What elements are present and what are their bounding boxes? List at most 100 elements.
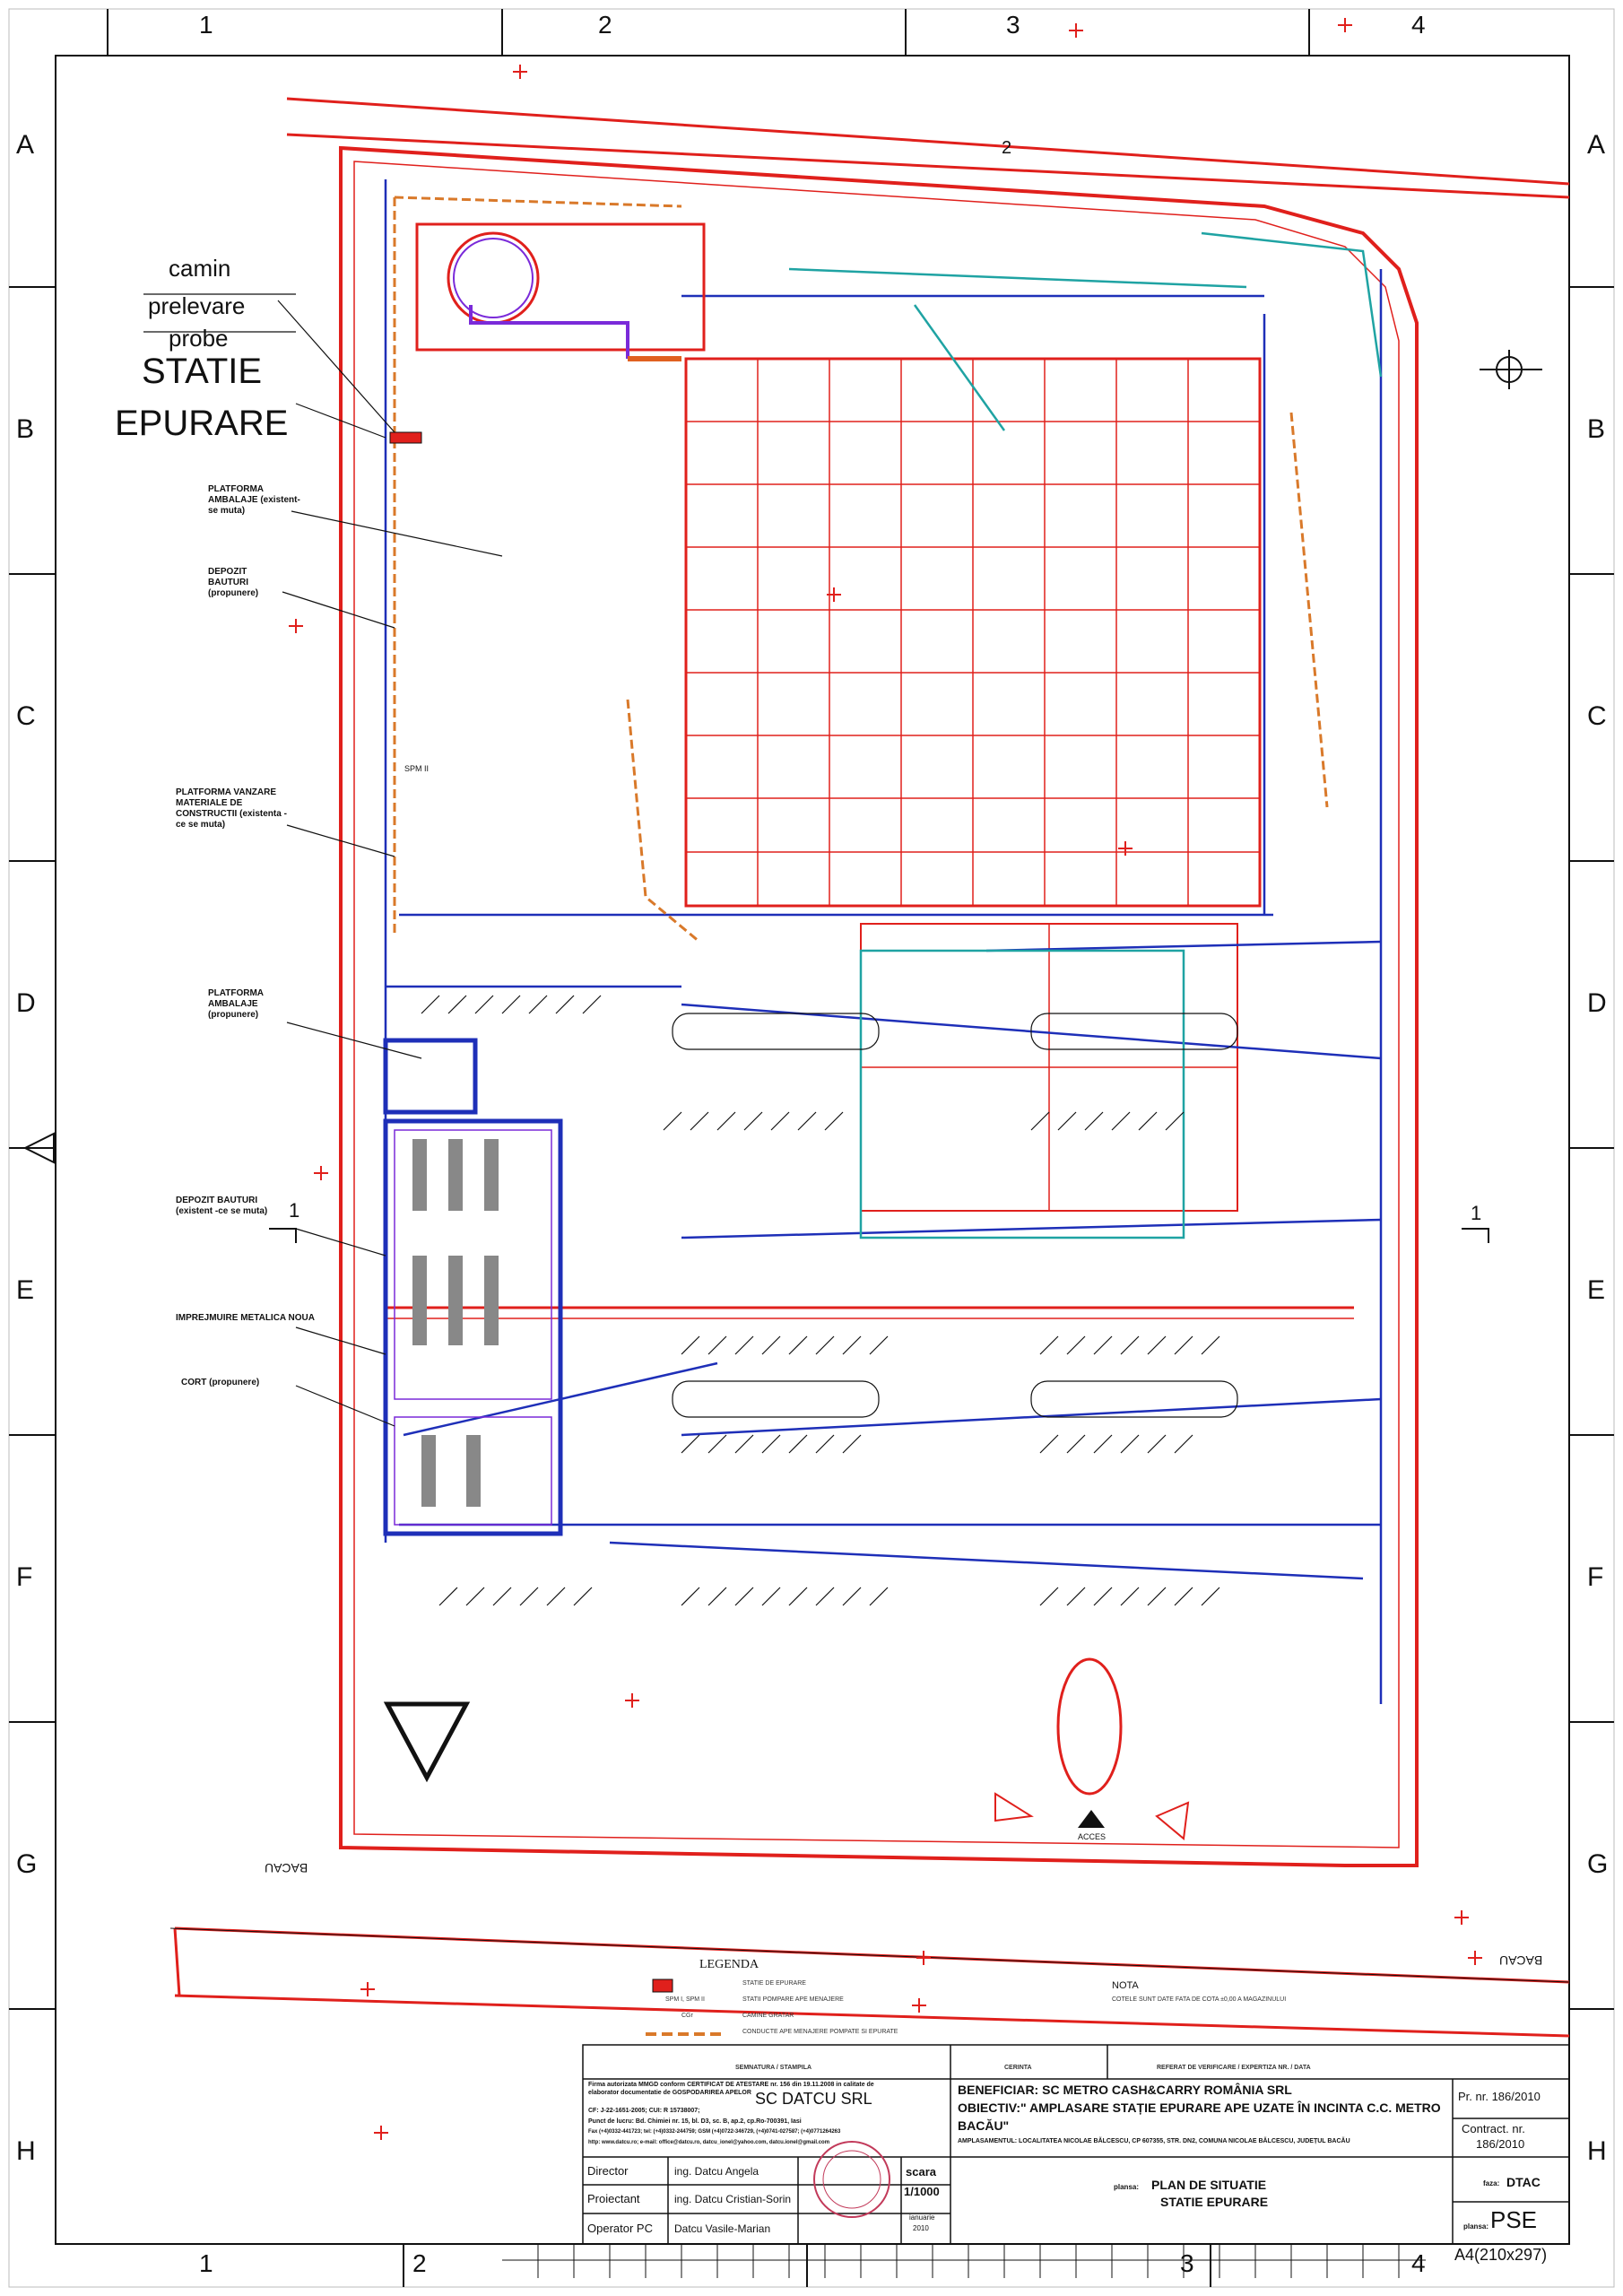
tb-name-director: ing. Datcu Angela — [674, 2165, 759, 2178]
grid-row-G-right: G — [1587, 1849, 1609, 1879]
grid-col-1-bottom: 1 — [199, 2249, 213, 2277]
label-platforma-ambalaje-propunere: PLATFORMA AMBALAJE (propunere) — [208, 988, 264, 1020]
tank-circle — [447, 231, 540, 325]
tb-plansa-prefix: plansa: — [1114, 2183, 1140, 2191]
label-imprejmuire: IMPREJMUIRE METALICA NOUA — [176, 1313, 315, 1323]
tb-name-operator: Datcu Vasile-Marian — [674, 2222, 771, 2235]
tb-contract-2: 186/2010 — [1476, 2137, 1525, 2151]
tb-name-proiectant: ing. Datcu Cristian-Sorin — [674, 2193, 792, 2205]
bacau-label-right: BACAU — [1499, 1953, 1543, 1968]
north-arrow-icon — [1480, 350, 1542, 389]
callout-camin: camin — [169, 255, 231, 282]
access-label: ACCES — [1078, 1832, 1107, 1841]
grid-row-F-left: F — [16, 1562, 33, 1592]
pipe-network-blue — [384, 179, 1383, 1704]
section-mark-right: 1 — [1471, 1202, 1482, 1224]
tb-header-semnatura: SEMNATURA / STAMPILA — [735, 2065, 812, 2071]
legend-item-spm: STATII POMPARE APE MENAJERE — [742, 1996, 844, 2003]
tb-firm-addr: Punct de lucru: Bd. Chimiei nr. 15, bl. … — [588, 2118, 802, 2125]
pipe-orange — [393, 196, 1329, 944]
grid-col-4-bottom: 4 — [1411, 2249, 1426, 2277]
label-platforma-ambalaje-existent: PLATFORMA AMBALAJE (existent-se muta) — [208, 484, 300, 516]
nota-text: COTELE SUNT DATE FATA DE COTA ±0,00 A MA… — [1112, 1996, 1287, 2003]
tb-firm-name: SC DATCU SRL — [755, 2090, 872, 2108]
spm-label: SPM II — [404, 764, 430, 773]
legend-item-statie: STATIE DE EPURARE — [742, 1980, 806, 1987]
grid-col-2-bottom: 2 — [412, 2249, 427, 2277]
grid-col-2-top: 2 — [598, 11, 612, 39]
tb-firm-cf: CF: J-22-1651-2005; CUI: R 15738007; — [588, 2108, 700, 2114]
tb-plansa-title-2: STATIE EPURARE — [1160, 2195, 1269, 2209]
drawing-frame — [55, 55, 1570, 2245]
bottom-scale-ticks — [537, 2244, 1400, 2278]
grid-row-F-right: F — [1587, 1562, 1604, 1592]
tb-firm-tel: Fax (+4)0332-441723; tel: (+4)0332-24475… — [588, 2129, 841, 2135]
legend-item-cgr: CAMINE GRATAR — [742, 2013, 794, 2019]
legend-title: LEGENDA — [699, 1958, 759, 1971]
callout-statie: STATIE — [142, 352, 263, 391]
sheet-edge — [8, 8, 1615, 2288]
grid-row-H-left: H — [16, 2136, 36, 2166]
tb-date-1: ianuarie — [909, 2213, 935, 2222]
tb-plansa-label: plansa: — [1463, 2222, 1489, 2231]
callout-prelevare: prelevare — [148, 292, 246, 319]
stamp-seal — [813, 2141, 890, 2218]
bacau-label-left: BACAU — [265, 1861, 308, 1875]
grid-col-3-top: 3 — [1006, 11, 1020, 39]
grid-row-C-right: C — [1587, 701, 1607, 731]
statie-epurare-marker — [389, 431, 422, 444]
grid-row-B-right: B — [1587, 414, 1606, 444]
grid-row-C-left: C — [16, 701, 36, 731]
tb-role-proiectant: Proiectant — [587, 2192, 640, 2205]
legend-symbol-cgr: CGr — [681, 2013, 693, 2019]
access-arrow-icon — [1078, 1810, 1105, 1828]
tb-header-referat: REFERAT DE VERIFICARE / EXPERTIZA NR. / … — [1157, 2065, 1311, 2071]
level-marks — [289, 18, 1482, 2140]
label-platforma-vanzare: PLATFORMA VANZARE MATERIALE DE CONSTRUCT… — [176, 787, 287, 830]
label-depozit-bauturi-propunere: DEPOZIT BAUTURI (propunere) — [208, 567, 259, 598]
tb-firm-cert: Firma autorizata MMGD conform CERTIFICAT… — [588, 2082, 874, 2096]
legend-symbol-spm: SPM I, SPM II — [665, 1996, 705, 2003]
legend-panel — [646, 1979, 726, 2036]
tb-date-2: 2010 — [913, 2224, 929, 2232]
tb-beneficiar: BENEFICIAR: SC METRO CASH&CARRY ROMÂNIA … — [958, 2083, 1292, 2097]
site-boundary — [339, 145, 1419, 1867]
nota-title: NOTA — [1112, 1980, 1139, 1991]
grid-row-D-left: D — [16, 988, 36, 1018]
legend-item-conducte: CONDUCTE APE MENAJERE POMPATE SI EPURATE — [742, 2029, 898, 2035]
tb-format: A4(210x297) — [1454, 2246, 1548, 2264]
grid-col-1-top: 1 — [199, 11, 213, 39]
grid-row-E-right: E — [1587, 1275, 1606, 1305]
title-block — [582, 2044, 1570, 2245]
platforma-ambalaje-box — [383, 1038, 478, 1115]
tb-faza-label: faza: — [1483, 2179, 1500, 2187]
tb-firm-web: http: www.datcu.ro; e-mail: office@datcu… — [588, 2140, 830, 2145]
parking-stalls — [421, 995, 1238, 1606]
grid-row-E-left: E — [16, 1275, 35, 1305]
building-grid — [684, 357, 1262, 908]
tb-plansa-title-1: PLAN DE SITUATIE — [1151, 2178, 1267, 2192]
grid-row-D-right: D — [1587, 988, 1607, 1018]
grid-row-G-left: G — [16, 1849, 38, 1879]
tb-role-director: Director — [587, 2164, 629, 2178]
tb-plansa-value: PSE — [1490, 2206, 1538, 2233]
callout-probe: probe — [169, 325, 229, 352]
tb-proj-nr: Pr. nr. 186/2010 — [1458, 2090, 1541, 2103]
depozit-bauturi-box — [383, 1118, 563, 1536]
tb-role-operator: Operator PC — [587, 2222, 653, 2235]
grid-row-A-left: A — [16, 130, 35, 160]
pipe-network-cyan — [788, 231, 1383, 1239]
tb-obiectiv-1: OBIECTIV:" AMPLASARE STAȚIE EPURARE APE … — [958, 2100, 1441, 2115]
grid-col-4-top: 4 — [1411, 11, 1426, 39]
grid-row-A-right: A — [1587, 130, 1606, 160]
tb-scara-value: 1/1000 — [904, 2185, 940, 2198]
triangle-marker — [383, 1701, 471, 1783]
tb-obiectiv-2: BACĂU" — [958, 2118, 1010, 2133]
tb-contract-1: Contract. nr. — [1462, 2122, 1525, 2135]
tb-faza-value: DTAC — [1506, 2175, 1541, 2189]
tb-scara-label: scara — [906, 2165, 936, 2179]
tb-amplasament: AMPLASAMENTUL: LOCALITATEA NICOLAE BĂLCE… — [958, 2138, 1350, 2144]
callout-epurare: EPURARE — [115, 404, 289, 443]
grid-col-3-bottom: 3 — [1180, 2249, 1194, 2277]
